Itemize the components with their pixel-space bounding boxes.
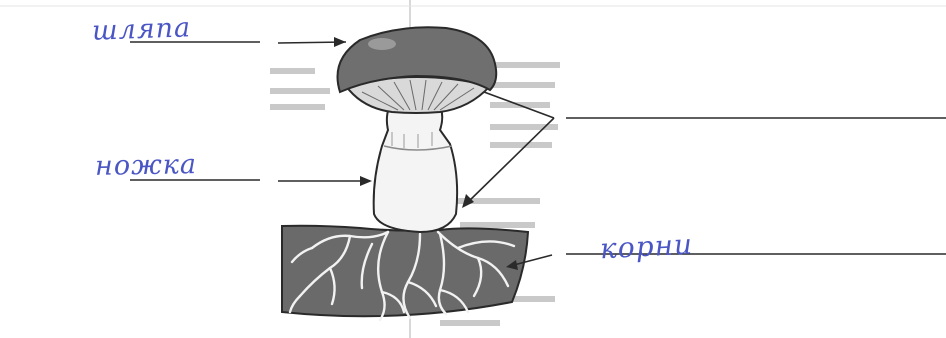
handwritten-label-cap: шляпа [91, 12, 191, 46]
arrowhead-stem [360, 176, 372, 186]
mushroom-stem [374, 98, 457, 232]
pointer-stem-base [466, 118, 554, 204]
handwritten-label-stem: ножка [95, 149, 197, 182]
soil [282, 226, 528, 316]
arrowhead-cap [334, 37, 346, 47]
cap-highlight [368, 38, 396, 50]
handwritten-label-roots: корни [599, 228, 694, 266]
